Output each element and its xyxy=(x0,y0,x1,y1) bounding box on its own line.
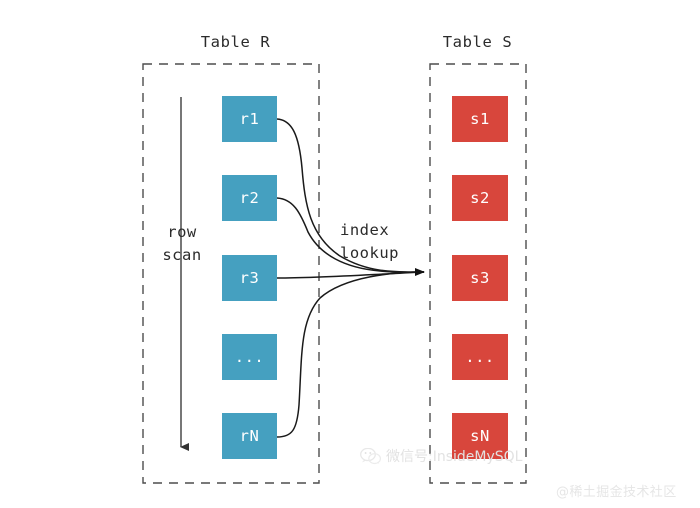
match-node-s2[interactable]: s2 xyxy=(452,175,508,221)
row-node-r-ellipsis[interactable]: ... xyxy=(222,334,277,380)
row-node-r2[interactable]: r2 xyxy=(222,175,277,221)
table-s-frame xyxy=(429,63,527,484)
table-r-title: Table R xyxy=(200,33,271,51)
lookup-curve-rn xyxy=(276,268,425,438)
row-node-r1[interactable]: r1 xyxy=(222,96,277,142)
index-lookup-label: index lookup xyxy=(340,221,399,262)
match-node-s3[interactable]: s3 xyxy=(452,255,508,301)
match-node-s1[interactable]: s1 xyxy=(452,96,508,142)
table-s-title: Table S xyxy=(442,33,513,51)
match-node-sn[interactable]: sN xyxy=(452,413,508,459)
row-scan-label: row scan xyxy=(162,223,202,264)
row-node-r3[interactable]: r3 xyxy=(222,255,277,301)
row-node-rn[interactable]: rN xyxy=(222,413,277,459)
table-r-frame xyxy=(142,63,320,484)
match-node-s-ellipsis[interactable]: ... xyxy=(452,334,508,380)
